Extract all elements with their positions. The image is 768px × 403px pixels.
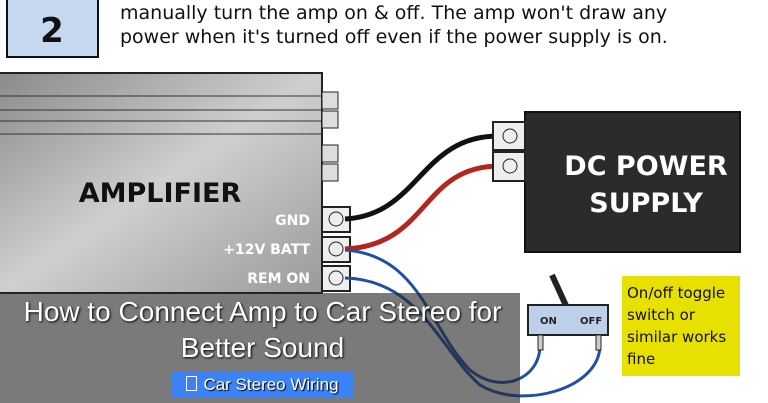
- note-box: On/off toggle switch or similar works fi…: [622, 276, 740, 376]
- batt-label: +12V BATT: [223, 242, 310, 258]
- category-badge[interactable]: Car Stereo Wiring: [172, 372, 353, 398]
- toggle-switch: ON OFF: [527, 273, 609, 351]
- instruction-line-1: manually turn the amp on & off. The amp …: [120, 2, 667, 24]
- note-line-4: fine: [627, 350, 655, 368]
- note-line-2: switch or: [627, 306, 696, 324]
- power-wire: [344, 163, 501, 252]
- gnd-label: GND: [275, 213, 310, 229]
- power-supply-label-1: DC POWER: [564, 151, 728, 182]
- dc-power-supply: DC POWER SUPPLY: [492, 111, 741, 253]
- rem-on-label: REM ON: [247, 271, 310, 287]
- step-number: 2: [40, 11, 64, 51]
- category-label: Car Stereo Wiring: [203, 375, 339, 394]
- switch-on-label: ON: [540, 316, 557, 327]
- post-title[interactable]: How to Connect Amp to Car Stereo for Bet…: [23, 296, 502, 363]
- ground-wire: [344, 133, 501, 222]
- note-line-1: On/off toggle: [627, 284, 725, 302]
- instruction-line-2: power when it's turned off even if the p…: [120, 26, 668, 48]
- amplifier-label: AMPLIFIER: [79, 178, 242, 209]
- folder-icon: [186, 376, 198, 391]
- note-line-3: similar works: [627, 328, 726, 346]
- power-supply-label-2: SUPPLY: [589, 188, 703, 219]
- step-number-box: [6, 0, 99, 58]
- amplifier: AMPLIFIER GND +12V BATT REM ON: [0, 72, 351, 294]
- switch-off-label: OFF: [580, 316, 602, 327]
